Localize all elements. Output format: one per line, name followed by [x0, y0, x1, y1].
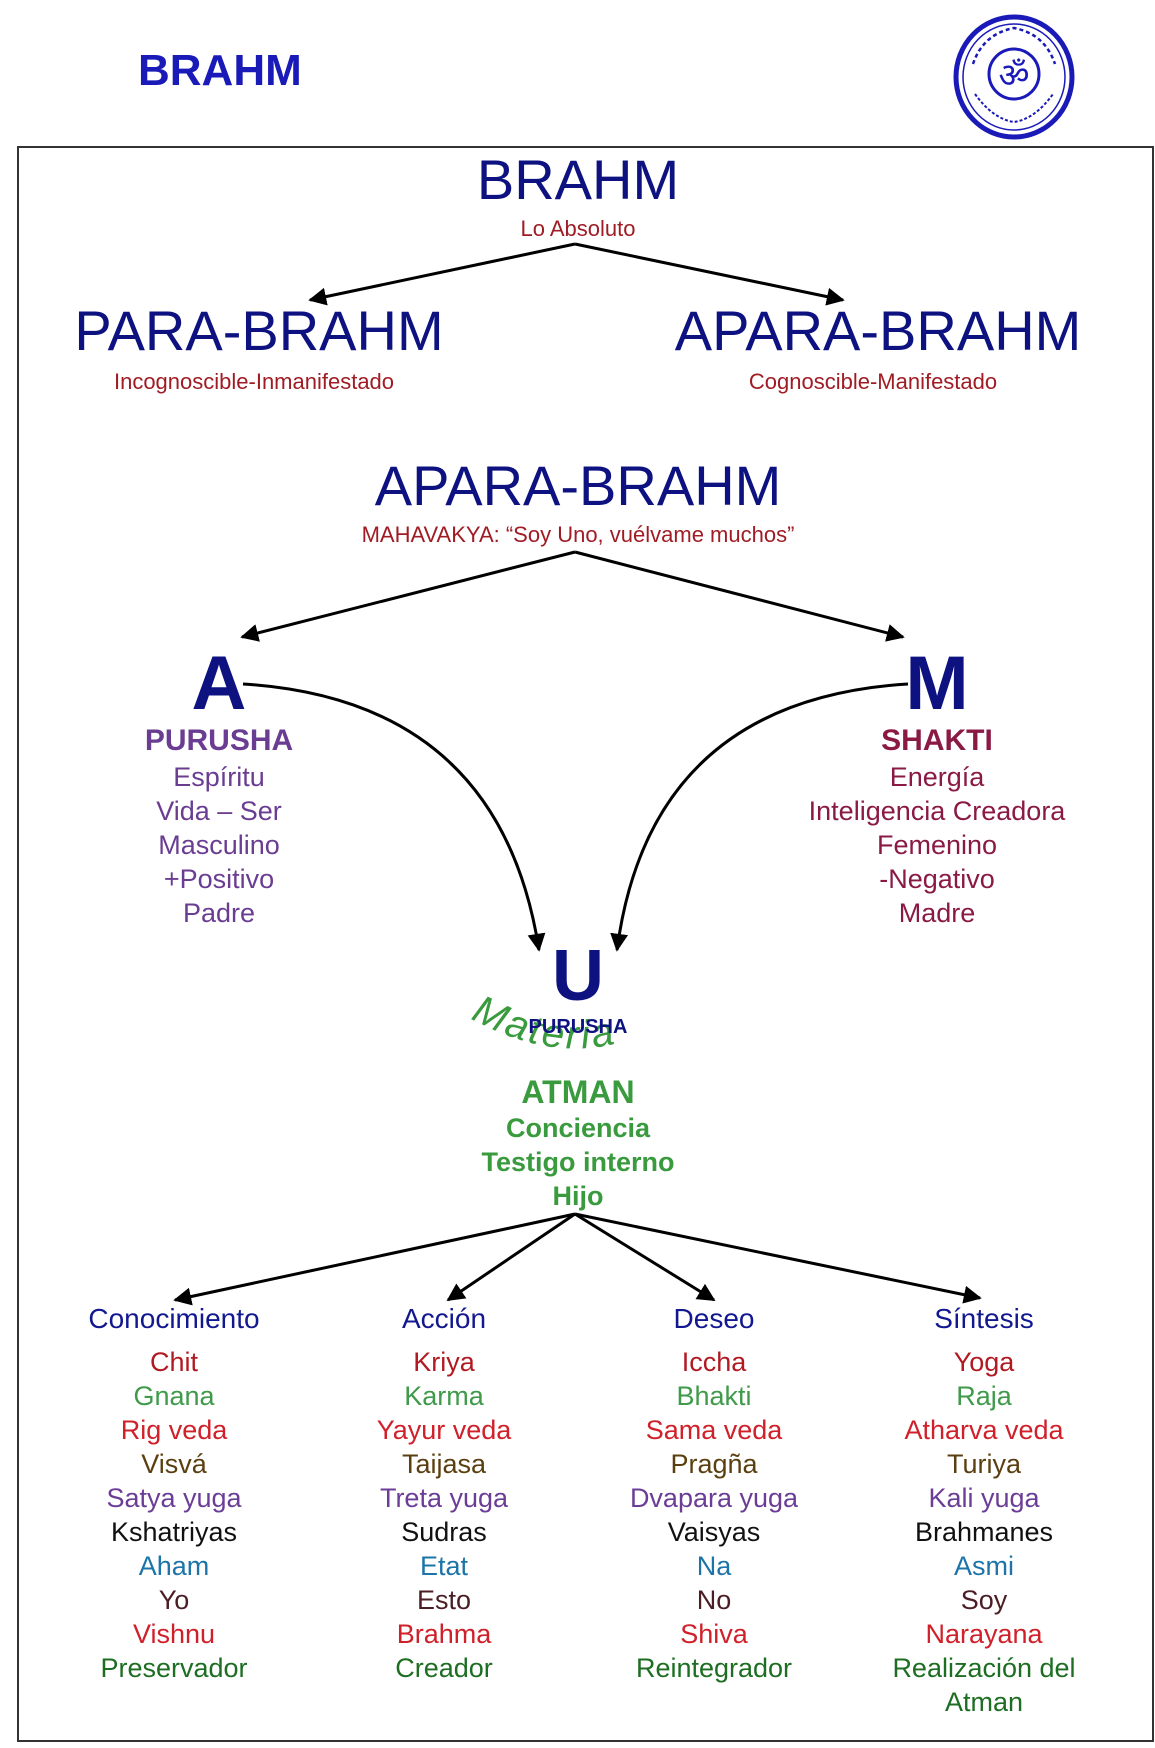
purusha-attribute: Masculino — [158, 830, 280, 860]
column-cell: Bhakti — [676, 1381, 752, 1411]
column-cell: Treta yuga — [379, 1483, 509, 1513]
column-cell: Soy — [960, 1585, 1008, 1615]
column-cell: Preservador — [100, 1653, 248, 1683]
column-cell: Dvapara yuga — [629, 1483, 799, 1513]
atman-title: ATMAN — [521, 1074, 635, 1110]
column-cell: Kshatriyas — [110, 1517, 238, 1547]
column-cell: Creador — [395, 1653, 493, 1683]
arrow-m-to-u — [610, 682, 909, 952]
column-sintesis: Síntesis Yoga Raja Atharva veda Turiya K… — [854, 1302, 1114, 1719]
arrow-apara-to-m — [574, 550, 905, 642]
u-letter: U — [552, 936, 604, 1016]
m-letter: M — [905, 641, 969, 726]
column-cell: Atman — [944, 1687, 1024, 1717]
column-cell: Rig veda — [120, 1415, 228, 1445]
arrow-hijo-to-sintesis — [574, 1212, 982, 1304]
brahm-title: BRAHM — [476, 148, 680, 211]
column-cell: Kriya — [413, 1347, 475, 1377]
column-cell: No — [696, 1585, 732, 1615]
column-cell: Reintegrador — [635, 1653, 793, 1683]
column-cell: Brahmanes — [914, 1517, 1054, 1547]
column-deseo: Deseo Iccha Bhakti Sama veda Pragña Dvap… — [584, 1302, 844, 1685]
mahavakya-subtitle: MAHAVAKYA: “Soy Uno, vuélvame muchos” — [361, 522, 795, 547]
arrow-hijo-to-deseo — [574, 1212, 716, 1302]
page-title: BRAHM — [138, 46, 302, 95]
column-header: Deseo — [673, 1303, 755, 1334]
column-header: Conocimiento — [88, 1303, 260, 1334]
column-header: Síntesis — [934, 1303, 1034, 1334]
column-cell: Raja — [956, 1381, 1012, 1411]
purusha-attribute: Espíritu — [173, 762, 265, 792]
atman-attribute: Hijo — [552, 1181, 604, 1211]
column-cell: Na — [696, 1551, 732, 1581]
purusha-attribute: Padre — [182, 898, 256, 928]
purusha-title: PURUSHA — [144, 724, 294, 757]
arrow-apara-to-a — [240, 550, 576, 642]
arrow-brahm-to-para — [308, 242, 576, 306]
u-purusha-label: PURUSHA — [528, 1016, 628, 1038]
apara-brahm-subtitle: Cognoscible-Manifestado — [748, 369, 998, 394]
column-cell: Yayur veda — [376, 1415, 512, 1445]
atman-attributes: Conciencia Testigo interno Hijo — [482, 1111, 675, 1213]
arrow-hijo-to-accion — [446, 1212, 576, 1302]
column-cell: Vishnu — [132, 1619, 216, 1649]
om-seal-icon: ॐ — [953, 14, 1075, 140]
column-cell: Turiya — [946, 1449, 1021, 1479]
column-conocimiento: Conocimiento Chit Gnana Rig veda Visvá S… — [44, 1302, 304, 1685]
column-cell: Esto — [416, 1585, 472, 1615]
column-cell: Taijasa — [401, 1449, 487, 1479]
column-cell: Narayana — [925, 1619, 1043, 1649]
column-cell: Sudras — [401, 1517, 487, 1547]
column-cell: Brahma — [396, 1619, 492, 1649]
column-cell: Gnana — [133, 1381, 215, 1411]
column-cell: Yo — [158, 1585, 190, 1615]
arrow-a-to-u — [242, 682, 546, 952]
shakti-attribute: Madre — [898, 898, 976, 928]
column-cell: Vaisyas — [667, 1517, 761, 1547]
shakti-attribute: Femenino — [876, 830, 998, 860]
column-cell: Chit — [149, 1347, 198, 1377]
column-cell: Kali yuga — [928, 1483, 1040, 1513]
apara-brahm-main-title: APARA-BRAHM — [374, 454, 782, 517]
column-cell: Karma — [404, 1381, 484, 1411]
arrow-brahm-to-apara — [574, 242, 845, 306]
atman-attribute: Testigo interno — [481, 1147, 675, 1177]
purusha-attributes: Espíritu Vida – Ser Masculino +Positivo … — [156, 760, 282, 930]
column-cell: Iccha — [681, 1347, 747, 1377]
svg-text:ॐ: ॐ — [998, 56, 1029, 96]
diagram-frame — [17, 146, 1154, 1742]
para-brahm-subtitle: Incognoscible-Inmanifestado — [113, 369, 395, 394]
column-cell: Yoga — [953, 1347, 1015, 1377]
column-cell: Shiva — [680, 1619, 748, 1649]
purusha-attribute: +Positivo — [163, 864, 275, 894]
column-cell: Etat — [419, 1551, 469, 1581]
shakti-attributes: Energía Inteligencia Creadora Femenino -… — [809, 760, 1066, 930]
brahm-subtitle: Lo Absoluto — [520, 216, 636, 241]
shakti-attribute: Energía — [889, 762, 985, 792]
column-cell: Atharva veda — [904, 1415, 1064, 1445]
purusha-attribute: Vida – Ser — [156, 796, 282, 826]
column-cell: Sama veda — [645, 1415, 783, 1445]
shakti-title: SHAKTI — [881, 724, 993, 757]
arrow-hijo-to-conocimiento — [173, 1212, 576, 1306]
column-cell: Satya yuga — [106, 1483, 242, 1513]
column-cell: Asmi — [954, 1551, 1014, 1581]
atman-attribute: Conciencia — [505, 1113, 651, 1143]
column-cell: Aham — [138, 1551, 210, 1581]
apara-brahm-title: APARA-BRAHM — [674, 299, 1082, 362]
column-cell: Realización del — [892, 1653, 1076, 1683]
column-cell: Visvá — [141, 1449, 207, 1479]
column-cell: Pragña — [670, 1449, 758, 1479]
shakti-attribute: Inteligencia Creadora — [808, 796, 1066, 826]
column-header: Acción — [401, 1303, 487, 1334]
column-accion: Acción Kriya Karma Yayur veda Taijasa Tr… — [314, 1302, 574, 1685]
para-brahm-title: PARA-BRAHM — [74, 299, 444, 362]
a-letter: A — [191, 641, 247, 726]
shakti-attribute: -Negativo — [879, 864, 995, 894]
